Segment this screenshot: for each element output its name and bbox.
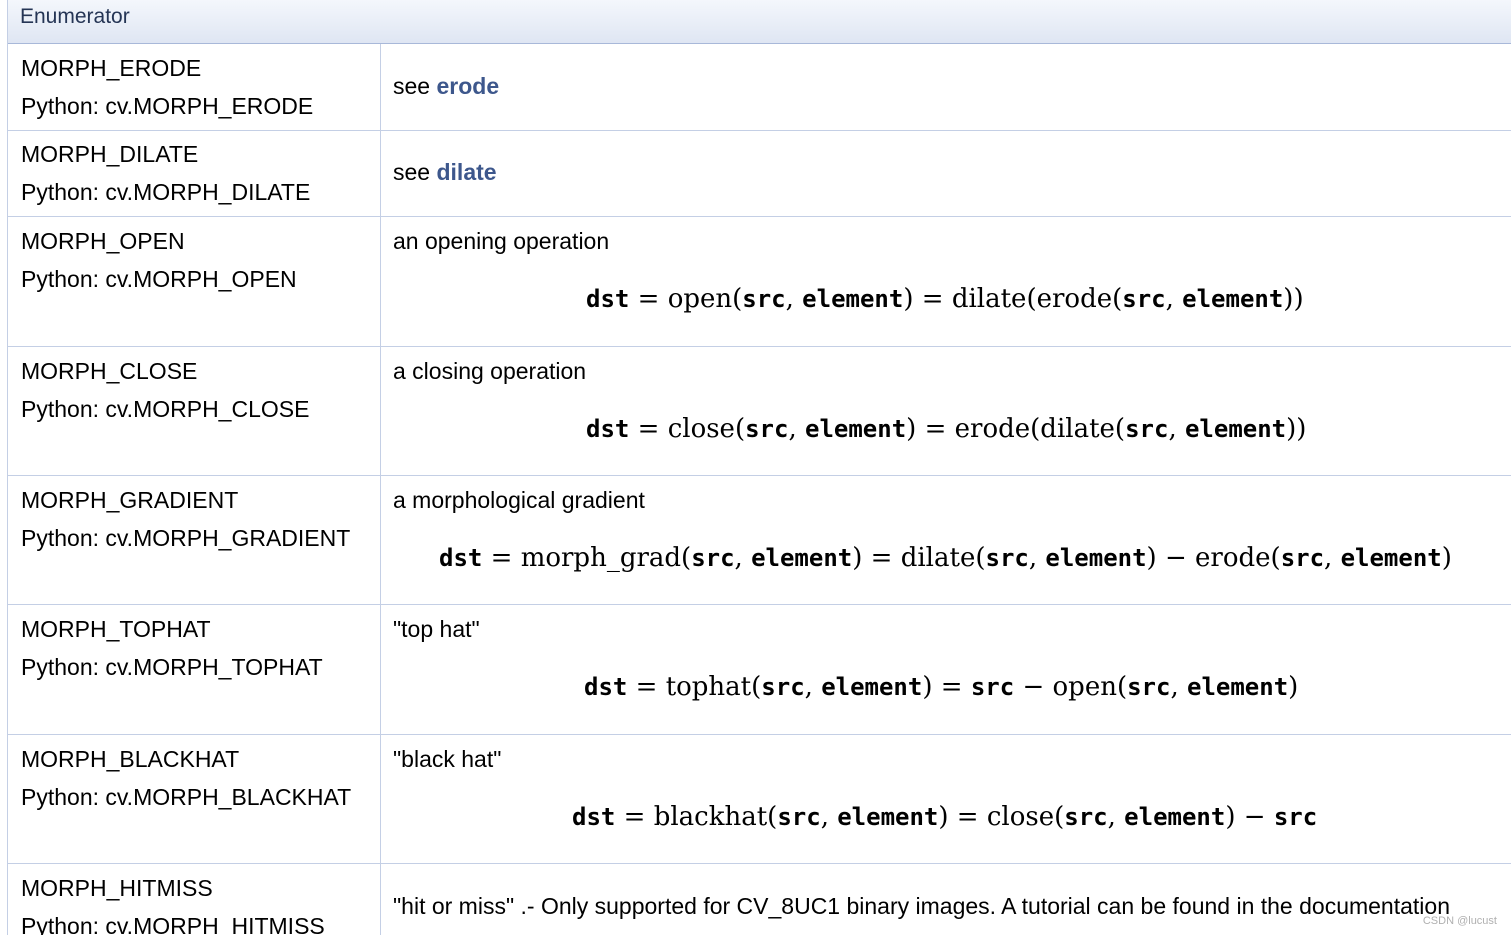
enum-name-cell: MORPH_OPEN Python: cv.MORPH_OPEN — [8, 217, 381, 346]
description: a morphological gradient — [393, 487, 645, 513]
enum-desc-cell: a closing operation dst = close(src, ele… — [381, 347, 1511, 475]
enum-name-cell: MORPH_TOPHAT Python: cv.MORPH_TOPHAT — [8, 605, 381, 734]
table-row: MORPH_DILATE Python: cv.MORPH_DILATE see… — [8, 131, 1511, 217]
enum-name: MORPH_OPEN — [21, 228, 185, 254]
python-name: Python: cv.MORPH_DILATE — [21, 179, 311, 205]
table-row: MORPH_OPEN Python: cv.MORPH_OPEN an open… — [8, 217, 1511, 347]
watermark: CSDN @lucust — [1422, 915, 1497, 927]
python-name: Python: cv.MORPH_ERODE — [21, 93, 314, 119]
table-row: MORPH_GRADIENT Python: cv.MORPH_GRADIENT… — [8, 476, 1511, 605]
enum-name-cell: MORPH_GRADIENT Python: cv.MORPH_GRADIENT — [8, 476, 381, 604]
python-name: Python: cv.MORPH_HITMISS — [21, 913, 325, 935]
description: a closing operation — [393, 358, 587, 384]
formula-close: dst = close(src, element) = erode(dilate… — [586, 414, 1307, 444]
enum-desc-cell: a morphological gradient dst = morph_gra… — [381, 476, 1511, 604]
enum-desc-cell: an opening operation dst = open(src, ele… — [381, 217, 1511, 346]
enum-desc-cell: see dilate — [381, 131, 1511, 216]
table-row: MORPH_BLACKHAT Python: cv.MORPH_BLACKHAT… — [8, 735, 1511, 864]
formula-open: dst = open(src, element) = dilate(erode(… — [586, 284, 1304, 314]
enum-name-cell: MORPH_ERODE Python: cv.MORPH_ERODE — [8, 44, 381, 130]
enum-desc-cell: "black hat" dst = blackhat(src, element)… — [381, 735, 1511, 863]
enum-name-cell: MORPH_DILATE Python: cv.MORPH_DILATE — [8, 131, 381, 216]
table-row: MORPH_ERODE Python: cv.MORPH_ERODE see e… — [8, 44, 1511, 131]
description: "hit or miss" .- Only supported for CV_8… — [393, 893, 1450, 919]
table-row: MORPH_TOPHAT Python: cv.MORPH_TOPHAT "to… — [8, 605, 1511, 735]
enum-desc-cell: "hit or miss" .- Only supported for CV_8… — [381, 864, 1511, 935]
enum-name: MORPH_BLACKHAT — [21, 746, 240, 772]
formula-tophat: dst = tophat(src, element) = src − open(… — [584, 672, 1299, 702]
see-prefix: see — [393, 159, 437, 185]
python-name: Python: cv.MORPH_BLACKHAT — [21, 784, 352, 810]
enum-name: MORPH_HITMISS — [21, 875, 213, 901]
python-name: Python: cv.MORPH_OPEN — [21, 266, 297, 292]
enum-name: MORPH_TOPHAT — [21, 616, 211, 642]
enumerator-table: Enumerator MORPH_ERODE Python: cv.MORPH_… — [7, 0, 1511, 935]
enum-name: MORPH_GRADIENT — [21, 487, 239, 513]
link-erode[interactable]: erode — [436, 73, 500, 99]
enum-desc-cell: see erode — [381, 44, 1511, 130]
enum-name-cell: MORPH_HITMISS Python: cv.MORPH_HITMISS — [8, 864, 381, 935]
python-name: Python: cv.MORPH_TOPHAT — [21, 654, 323, 680]
description: "black hat" — [393, 746, 502, 772]
table-row: MORPH_CLOSE Python: cv.MORPH_CLOSE a clo… — [8, 347, 1511, 476]
enum-name: MORPH_ERODE — [21, 55, 202, 81]
see-prefix: see — [393, 73, 437, 99]
description: an opening operation — [393, 228, 610, 254]
header-label: Enumerator — [20, 5, 130, 28]
enum-name: MORPH_DILATE — [21, 141, 199, 167]
enum-name: MORPH_CLOSE — [21, 358, 198, 384]
formula-blackhat: dst = blackhat(src, element) = close(src… — [572, 802, 1318, 832]
enum-desc-cell: "top hat" dst = tophat(src, element) = s… — [381, 605, 1511, 734]
link-dilate[interactable]: dilate — [436, 159, 497, 185]
description: "top hat" — [393, 616, 480, 642]
table-header: Enumerator — [8, 0, 1511, 44]
table-row: MORPH_HITMISS Python: cv.MORPH_HITMISS "… — [8, 864, 1511, 935]
python-name: Python: cv.MORPH_GRADIENT — [21, 525, 351, 551]
see-reference: see dilate — [393, 158, 497, 186]
enum-name-cell: MORPH_CLOSE Python: cv.MORPH_CLOSE — [8, 347, 381, 475]
see-reference: see erode — [393, 72, 499, 100]
python-name: Python: cv.MORPH_CLOSE — [21, 396, 310, 422]
formula-gradient: dst = morph_grad(src, element) = dilate(… — [439, 543, 1452, 573]
enum-name-cell: MORPH_BLACKHAT Python: cv.MORPH_BLACKHAT — [8, 735, 381, 863]
